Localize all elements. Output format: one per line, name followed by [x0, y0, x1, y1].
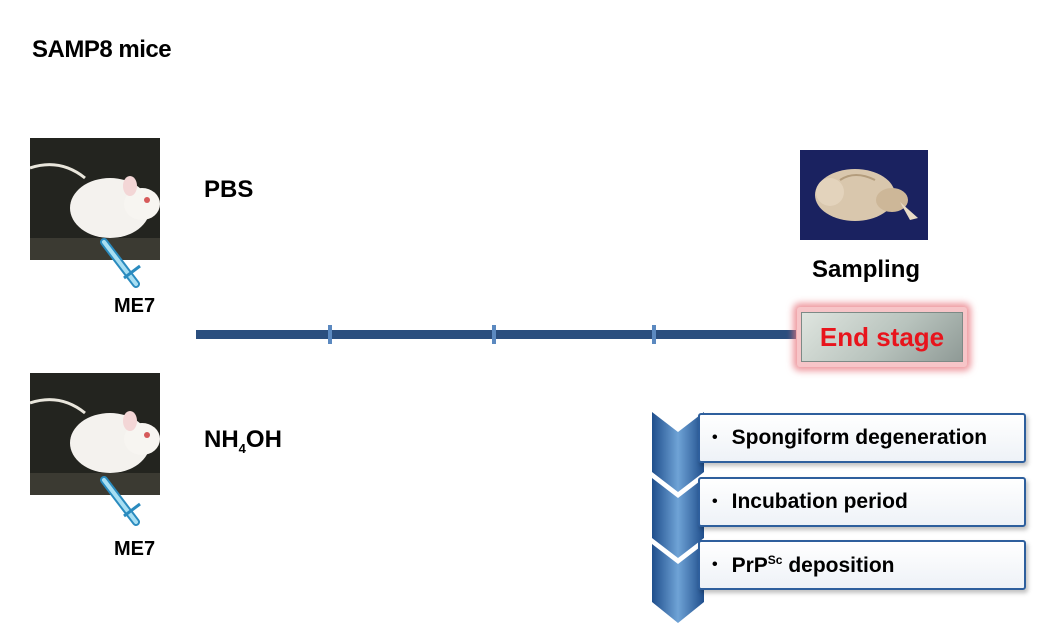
sampling-label: Sampling	[812, 256, 921, 283]
outcome-box-spongiform: • Spongiform degeneration	[698, 413, 1026, 463]
end-stage-box: End stage	[797, 307, 967, 367]
nh4oh-subscript: 4	[238, 440, 246, 456]
nh4oh-suffix: OH	[245, 426, 282, 453]
outcome-box-prpsc: • PrPSc deposition	[698, 540, 1026, 590]
injection-label-nh4oh: ME7	[114, 538, 156, 560]
injection-label-pbs: ME7	[114, 295, 156, 317]
end-stage-label: End stage	[801, 312, 963, 362]
mouse-photo-pbs	[30, 138, 160, 260]
timeline-tick	[328, 325, 332, 344]
timeline-bar	[196, 325, 796, 344]
group-label-pbs: PBS	[204, 176, 254, 203]
brain-photo	[800, 150, 928, 240]
prp-prefix: PrP	[731, 553, 768, 577]
nh4oh-prefix: NH	[204, 426, 239, 453]
syringe-icon	[100, 238, 141, 288]
bullet: •	[712, 493, 718, 510]
chevron-arrows-icon	[652, 412, 704, 623]
mouse-photo-nh4oh	[30, 373, 160, 495]
syringe-icon	[100, 476, 141, 526]
outcome-text: Spongiform degeneration	[731, 426, 988, 449]
diagram-title: SAMP8 mice	[32, 36, 172, 63]
timeline-tick	[652, 325, 656, 344]
prp-superscript: Sc	[767, 552, 783, 567]
outcome-text: Incubation period	[731, 490, 908, 513]
timeline-tick	[492, 325, 496, 344]
outcome-box-incubation: • Incubation period	[698, 477, 1026, 527]
prp-suffix: deposition	[782, 553, 895, 577]
outcome-text: PrPSc deposition	[732, 553, 895, 578]
group-label-nh4oh: NH4OH	[204, 426, 282, 456]
bullet: •	[712, 556, 718, 573]
bullet: •	[712, 429, 718, 446]
